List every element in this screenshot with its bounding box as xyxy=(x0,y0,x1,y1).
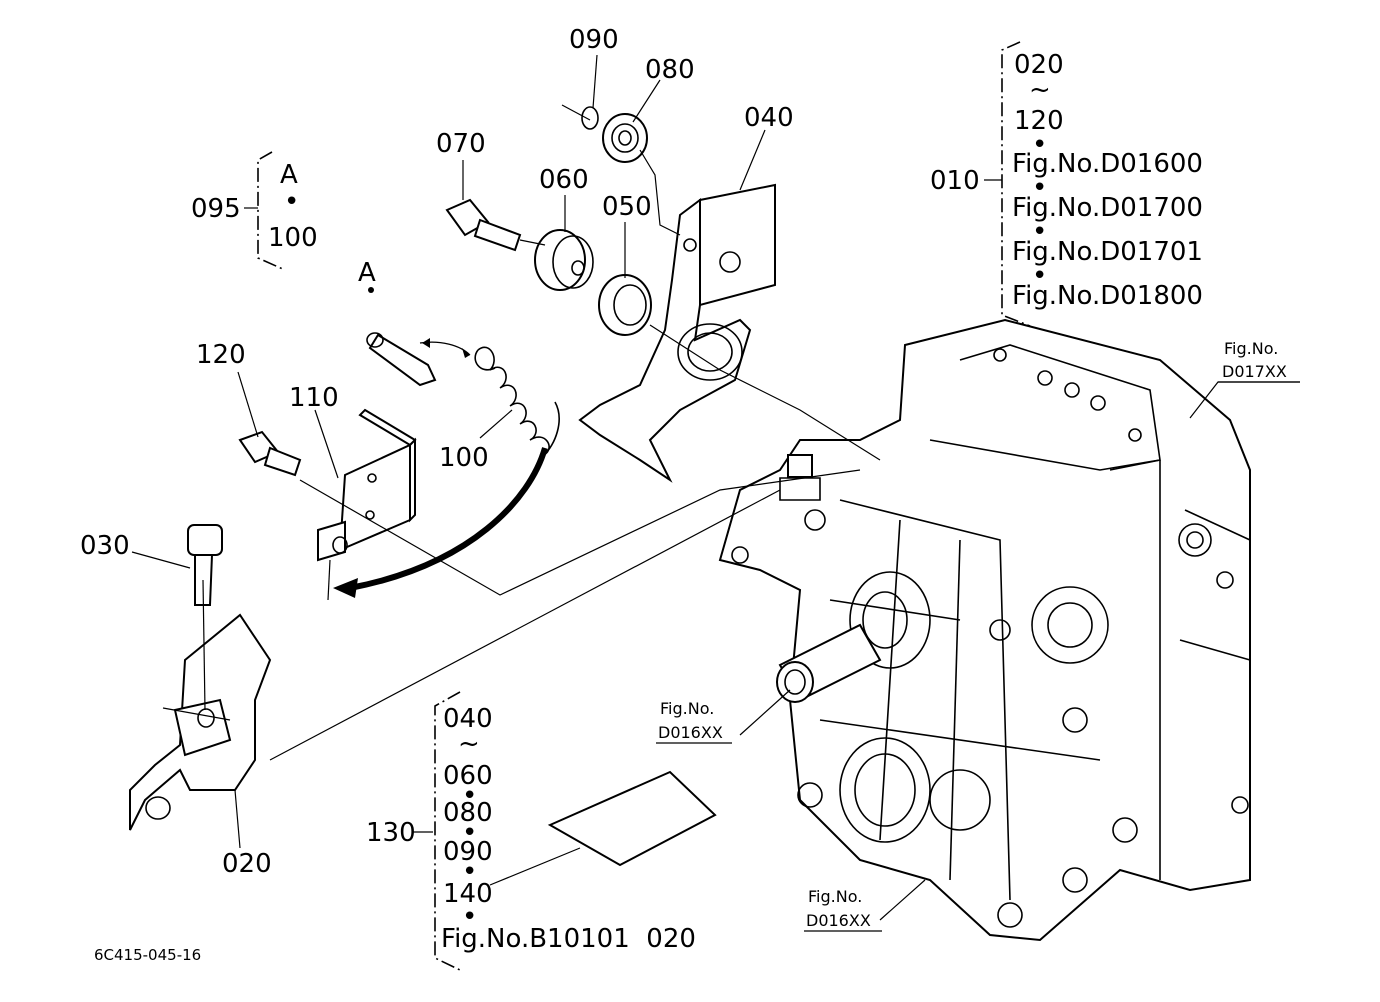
drawing-code: 6C415-045-16 xyxy=(94,946,201,964)
group-130-item: 040 xyxy=(443,704,493,734)
group-130-item: 090 xyxy=(443,837,493,867)
figure-references: Fig.No. D017XX Fig.No. D016XX Fig.No. D0… xyxy=(656,339,1300,932)
bushing-050 xyxy=(598,274,652,336)
label-030: 030 xyxy=(80,531,130,561)
group-010-item: Fig.No.D01800 xyxy=(1012,281,1203,311)
parts-packet-130 xyxy=(547,770,717,867)
circlip-090 xyxy=(581,106,599,130)
group-130-item: Fig.No.B10101 020 xyxy=(441,924,696,954)
label-120: 120 xyxy=(196,340,246,370)
part-labels: 090 080 070 060 050 040 095 120 110 100 … xyxy=(80,25,980,879)
group-130-item: 080 xyxy=(443,798,493,828)
label-020: 020 xyxy=(222,849,272,879)
fig-ref-d016b-line2: D016XX xyxy=(806,911,871,930)
leader-lines xyxy=(131,54,1300,921)
group-130-item: • xyxy=(462,857,477,887)
assembly-lines xyxy=(162,104,881,761)
group-010-item: Fig.No.D01701 xyxy=(1012,237,1203,267)
group-010-item: • xyxy=(1032,130,1047,160)
label-040: 040 xyxy=(744,103,794,133)
transmission-housing xyxy=(718,318,1251,942)
label-110: 110 xyxy=(289,383,339,413)
group-130-list: 040 ~ 060 • 080 • 090 • 140 • Fig.No.B10… xyxy=(441,704,696,954)
group-010-item: 120 xyxy=(1014,106,1064,136)
group-095-item: A xyxy=(280,160,298,190)
plate-110 xyxy=(317,408,417,562)
callout-a: A xyxy=(358,258,376,288)
label-080: 080 xyxy=(645,55,695,85)
group-095-item: 100 xyxy=(268,223,318,253)
group-130-item: • xyxy=(462,902,477,932)
bracket-020 xyxy=(129,613,272,831)
group-130-item: • xyxy=(462,818,477,848)
label-090: 090 xyxy=(569,25,619,55)
label-070: 070 xyxy=(436,129,486,159)
group-010-item: ~ xyxy=(1029,75,1051,105)
bolt-030 xyxy=(187,524,223,606)
label-060: 060 xyxy=(539,165,589,195)
group-010-list: 020 ~ 120 • Fig.No.D01600 • Fig.No.D0170… xyxy=(1012,50,1203,311)
group-010-item: Fig.No.D01700 xyxy=(1012,193,1203,223)
label-050: 050 xyxy=(602,192,652,222)
fig-ref-d016a-line2: D016XX xyxy=(658,723,723,742)
pin-a xyxy=(366,287,437,387)
label-010: 010 xyxy=(930,166,980,196)
bolt-070 xyxy=(445,198,522,252)
group-130-item: 060 xyxy=(443,761,493,791)
lever-040 xyxy=(578,183,776,483)
bolt-120 xyxy=(238,430,302,477)
label-130: 130 xyxy=(366,818,416,848)
group-010-item: 020 xyxy=(1014,50,1064,80)
group-010-item: • xyxy=(1032,173,1047,203)
collar-060 xyxy=(534,229,594,291)
group-130-item: • xyxy=(462,781,477,811)
label-100: 100 xyxy=(439,443,489,473)
group-130-item: 140 xyxy=(443,879,493,909)
group-095-list: A • 100 xyxy=(268,160,318,253)
group-130-item: ~ xyxy=(458,729,480,759)
group-010-item: • xyxy=(1032,261,1047,291)
group-010-item: Fig.No.D01600 xyxy=(1012,149,1203,179)
fig-ref-d016b-line1: Fig.No. xyxy=(808,887,862,906)
fig-ref-d017-line1: Fig.No. xyxy=(1224,339,1278,358)
bearing-080 xyxy=(602,113,648,163)
spring-100 xyxy=(474,346,560,456)
label-095: 095 xyxy=(191,194,241,224)
fig-ref-d016a-line1: Fig.No. xyxy=(660,699,714,718)
group-095-item: • xyxy=(284,187,299,217)
group-010-item: • xyxy=(1032,217,1047,247)
braces xyxy=(257,41,1031,971)
fig-ref-d017-line2: D017XX xyxy=(1222,362,1287,381)
